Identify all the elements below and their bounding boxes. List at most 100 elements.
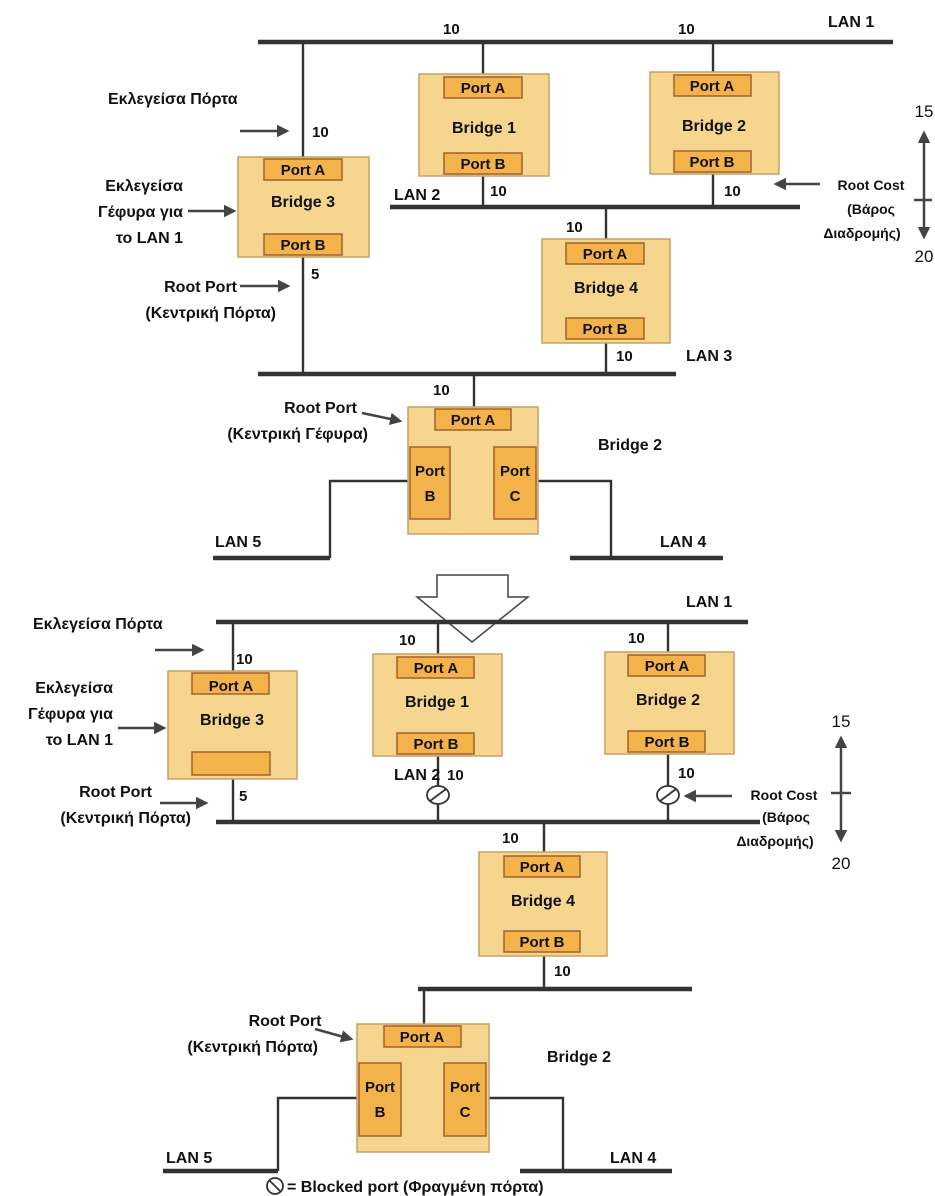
cost-label: 10 — [566, 219, 583, 236]
bridge-2-label: Bridge 2 — [682, 118, 746, 135]
blocked-port-icon — [656, 785, 680, 805]
port-b-box — [443, 152, 523, 175]
arrow-icon — [314, 1027, 354, 1043]
blocked-port-icon — [426, 785, 450, 805]
port-c-letter: C — [460, 1104, 471, 1121]
port-a-label: Port A — [209, 678, 254, 695]
bridge-4-label: Bridge 4 — [574, 280, 638, 297]
port-b-letter: B — [375, 1104, 386, 1121]
port-a-box — [443, 76, 523, 99]
root-port-label-1: Root Port — [249, 1013, 323, 1030]
blocked-port-icon — [266, 1177, 284, 1195]
port-c-box — [443, 1062, 487, 1137]
wire — [489, 1096, 565, 1171]
port-a-label: Port A — [690, 78, 735, 95]
root-cost-label-3: Διαδρομής) — [736, 833, 813, 849]
scale-bottom-label: 20 — [915, 247, 934, 266]
port-a-label: Port A — [281, 162, 326, 179]
wire — [328, 479, 408, 558]
designated-bridge-label-1: Εκλεγείσα — [105, 178, 183, 195]
lan5-label: LAN 5 — [166, 1150, 212, 1167]
root-port-label-2: (Κεντρική Πόρτα) — [60, 810, 191, 827]
bridge-3-label: Bridge 3 — [271, 194, 335, 211]
lan1-label: LAN 1 — [686, 594, 732, 611]
port-a-label: Port A — [400, 1029, 445, 1046]
port-b-box — [565, 317, 645, 340]
cost-label: 10 — [554, 963, 571, 980]
scale-top-label: 15 — [832, 712, 851, 731]
port-c-label: Port — [450, 1079, 480, 1096]
cost-label: 10 — [443, 21, 460, 38]
cost-label: 10 — [399, 632, 416, 649]
cost-label: 10 — [724, 183, 741, 200]
port-c-letter: C — [510, 488, 521, 505]
root-bridge-label: (Κεντρική Γέφυρα) — [227, 426, 368, 443]
bridge-2-label: Bridge 2 — [636, 692, 700, 709]
bridge-3-label: Bridge 3 — [200, 712, 264, 729]
port-a-label: Port A — [520, 859, 565, 876]
bridge-3port-label: Bridge 2 — [598, 437, 662, 454]
designated-port-label: Εκλεγείσα Πόρτα — [108, 91, 238, 108]
lan4-label: LAN 4 — [660, 534, 706, 551]
cost-label: 5 — [311, 266, 319, 283]
port-b-label: Port B — [583, 321, 628, 338]
port-b-box — [263, 233, 343, 256]
port-c-box — [493, 446, 537, 520]
port-b-box — [503, 930, 581, 953]
port-b-label: Port B — [690, 154, 735, 171]
bridge-4-label: Bridge 4 — [511, 893, 575, 910]
designated-bridge-label-3: το LAN 1 — [46, 732, 113, 749]
root-cost-label-2: (Βάρος — [847, 201, 895, 217]
wire — [276, 1096, 357, 1171]
scale-top-label: 15 — [915, 102, 934, 121]
port-a-box — [565, 242, 645, 265]
port-b-label: Port B — [461, 156, 506, 173]
cost-label: 10 — [678, 765, 695, 782]
cost-label: 10 — [616, 348, 633, 365]
designated-bridge-label-2: Γέφυρα για — [98, 204, 183, 221]
root-cost-label-2: (Βάρος — [762, 809, 810, 825]
port-b-label: Port — [365, 1079, 395, 1096]
lan4-label: LAN 4 — [610, 1150, 656, 1167]
cost-label: 10 — [312, 124, 329, 141]
root-port-label-2: (Κεντρική Πόρτα) — [187, 1039, 318, 1056]
bridge-1-label: Bridge 1 — [405, 694, 469, 711]
legend-label: = Blocked port (Φραγμένη πόρτα) — [287, 1179, 544, 1196]
root-cost-label-3: Διαδρομής) — [823, 225, 900, 241]
cost-label: 10 — [433, 382, 450, 399]
legend: = Blocked port (Φραγμένη πόρτα) — [266, 1177, 544, 1196]
cost-label: 10 — [678, 21, 695, 38]
root-port-label-1: Root Port — [79, 784, 153, 801]
transition-arrow-icon — [414, 574, 531, 643]
port-a-box — [673, 74, 752, 97]
root-port-label-1: Root Port — [164, 279, 238, 296]
lan5-label: LAN 5 — [215, 534, 261, 551]
port-a-label: Port A — [461, 80, 506, 97]
scale-bottom-label: 20 — [832, 854, 851, 873]
bridge-1-label: Bridge 1 — [452, 120, 516, 137]
cost-label: 10 — [628, 630, 645, 647]
root-port-label-2: (Κεντρική Πόρτα) — [145, 305, 276, 322]
cost-label: 5 — [239, 788, 247, 805]
lan3-label: LAN 3 — [686, 348, 732, 365]
lan1-label: LAN 1 — [828, 14, 874, 31]
port-a-box — [383, 1025, 462, 1048]
lan2-label: LAN 2 — [394, 187, 440, 204]
port-a-box — [263, 158, 343, 181]
port-b-box — [358, 1062, 402, 1137]
port-b-label: Port — [415, 463, 445, 480]
bridge-3port-label: Bridge 2 — [547, 1049, 611, 1066]
port-a-box — [191, 672, 270, 695]
blocked-port-box — [191, 751, 271, 776]
port-a-label: Port A — [583, 246, 628, 263]
cost-label: 10 — [502, 830, 519, 847]
port-b-label: Port B — [520, 934, 565, 951]
bottom-diagram: LAN 1 LAN 2 LAN 5 LAN 4 Bridge 3 Bridge … — [28, 594, 851, 1196]
cost-label: 10 — [236, 651, 253, 668]
wire — [538, 479, 613, 558]
designated-bridge-label-2: Γέφυρα για — [28, 706, 113, 723]
port-a-box — [396, 656, 475, 679]
cost-label: 10 — [447, 767, 464, 784]
port-b-label: Port B — [281, 237, 326, 254]
